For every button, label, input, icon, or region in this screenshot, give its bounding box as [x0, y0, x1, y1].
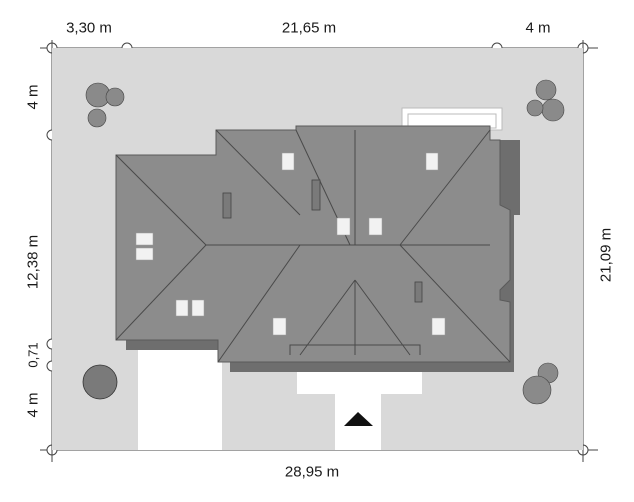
- dim-right: 21,09 m: [597, 227, 615, 283]
- tree-icon: [522, 362, 559, 405]
- dim-top-middle: 21,65 m: [281, 19, 337, 37]
- dim-left-small: 0,71: [25, 342, 41, 368]
- chimneys: [222, 179, 423, 303]
- tree-icon: [526, 79, 565, 122]
- dim-left-bottom: 4 m: [24, 392, 42, 418]
- dim-left-middle: 12,38 m: [24, 234, 42, 290]
- tree-icon: [82, 364, 118, 400]
- tree-icon: [85, 82, 125, 128]
- roof: [115, 125, 511, 363]
- dim-bottom: 28,95 m: [284, 463, 340, 481]
- dim-top-left: 3,30 m: [66, 19, 112, 37]
- entrance-arrow-icon: [344, 412, 373, 426]
- dim-top-right: 4 m: [525, 19, 551, 37]
- roof-ridges: [115, 129, 511, 363]
- driveway: [138, 345, 422, 450]
- skylights: [135, 152, 446, 336]
- dim-left-top: 4 m: [24, 84, 42, 110]
